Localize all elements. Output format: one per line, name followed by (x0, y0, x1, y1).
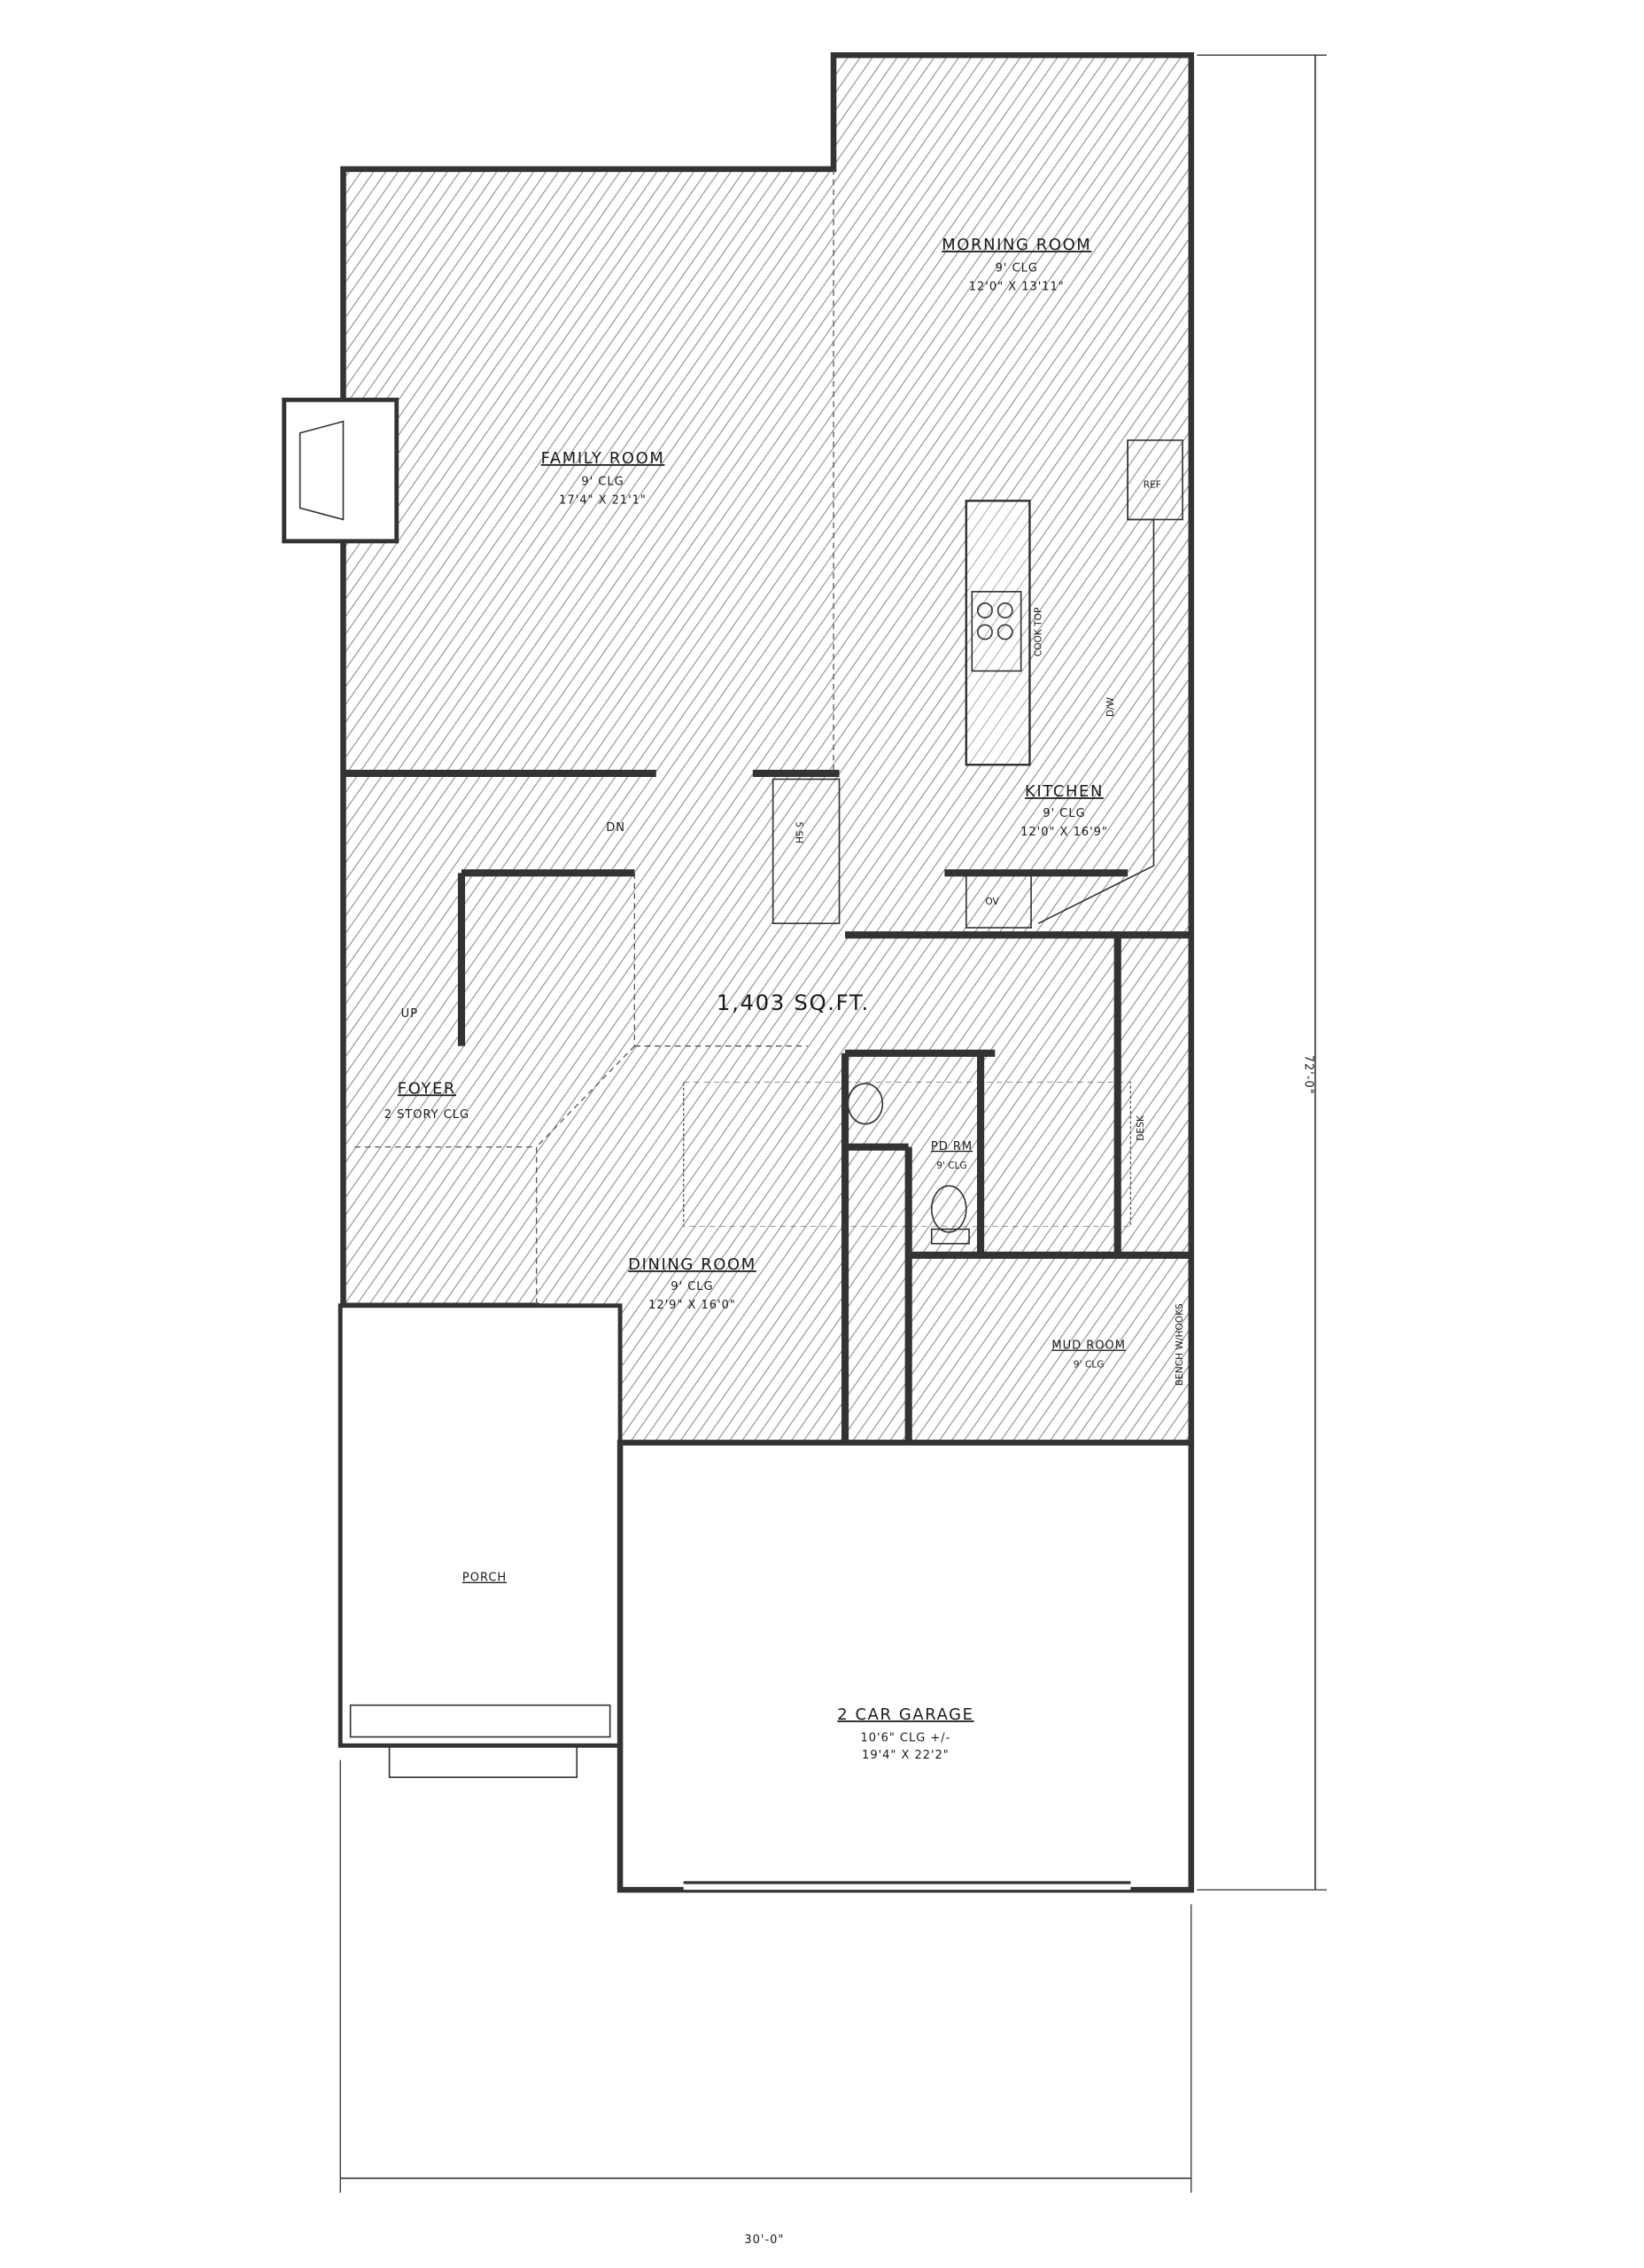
svg-text:MUD ROOM: MUD ROOM (1051, 1340, 1126, 1353)
svg-text:17'4" X 21'1": 17'4" X 21'1" (559, 494, 647, 508)
svg-text:12'9" X 16'0": 12'9" X 16'0" (648, 1299, 736, 1312)
svg-text:MORNING ROOM: MORNING ROOM (942, 236, 1091, 254)
kitchen-island (965, 500, 1031, 766)
garage-area (616, 1082, 1195, 1893)
label-porch: PORCH (462, 1572, 507, 1585)
svg-text:9' CLG: 9' CLG (671, 1280, 713, 1293)
svg-text:KITCHEN: KITCHEN (1025, 782, 1104, 801)
svg-text:19'4" X 22'2": 19'4" X 22'2" (862, 1749, 950, 1762)
svg-text:2 STORY CLG: 2 STORY CLG (384, 1108, 469, 1122)
area-label: 1,403 SQ.FT. (717, 990, 870, 1015)
kitchen-counter (965, 439, 1183, 928)
label-garage: 2 CAR GARAGE 10'6" CLG +/- 19'4" X 22'2" (837, 1705, 973, 1762)
label-dw: D/W (1105, 696, 1116, 717)
interior-walls (343, 168, 1191, 1443)
toilet (930, 1184, 970, 1245)
svg-text:9' CLG: 9' CLG (936, 1161, 966, 1171)
sink (847, 1083, 884, 1125)
label-cook-top: COOK TOP (1033, 607, 1043, 656)
svg-text:12'0" X 13'11": 12'0" X 13'11" (969, 281, 1065, 294)
svg-text:2 CAR GARAGE: 2 CAR GARAGE (837, 1705, 973, 1724)
label-dining-room: DINING ROOM 9' CLG 12'9" X 16'0" (628, 1255, 756, 1312)
label-ref: REF (1144, 480, 1161, 491)
svg-text:FOYER: FOYER (398, 1079, 456, 1098)
svg-text:12'0" X 16'9": 12'0" X 16'9" (1020, 826, 1108, 839)
label-pd-rm: PD RM 9' CLG (931, 1140, 973, 1171)
svg-text:10'6" CLG +/-: 10'6" CLG +/- (861, 1731, 951, 1744)
dimension-depth: 72'-0" (1301, 1055, 1314, 1095)
svg-text:9' CLG: 9' CLG (1074, 1360, 1104, 1371)
label-kitchen: KITCHEN 9' CLG 12'0" X 16'9" (1020, 782, 1108, 839)
svg-text:FAMILY ROOM: FAMILY ROOM (541, 449, 665, 468)
dimension-width: 30'-0" (744, 2233, 784, 2247)
dimension-lines (339, 54, 1327, 2194)
label-mud-room: MUD ROOM 9' CLG (1051, 1340, 1126, 1371)
svg-text:9' CLG: 9' CLG (581, 475, 624, 488)
label-ov: OV (985, 897, 999, 907)
fireplace (282, 397, 399, 544)
porch-area (337, 1303, 623, 1778)
label-up: UP (401, 1007, 418, 1021)
label-foyer: FOYER 2 STORY CLG (384, 1079, 469, 1122)
svg-text:DINING ROOM: DINING ROOM (628, 1255, 756, 1274)
label-desk: DESK (1136, 1115, 1146, 1141)
svg-text:9' CLG: 9' CLG (996, 261, 1038, 275)
label-bench: BENCH W/HOOKS (1175, 1303, 1185, 1386)
label-morning-room: MORNING ROOM 9' CLG 12'0" X 13'11" (942, 236, 1091, 294)
label-family-room: FAMILY ROOM 9' CLG 17'4" X 21'1" (541, 449, 665, 508)
svg-text:PD RM: PD RM (931, 1140, 973, 1153)
label-shelves: 5 SH (794, 821, 804, 843)
label-dn: DN (606, 821, 625, 835)
svg-text:9' CLG: 9' CLG (1043, 807, 1085, 820)
